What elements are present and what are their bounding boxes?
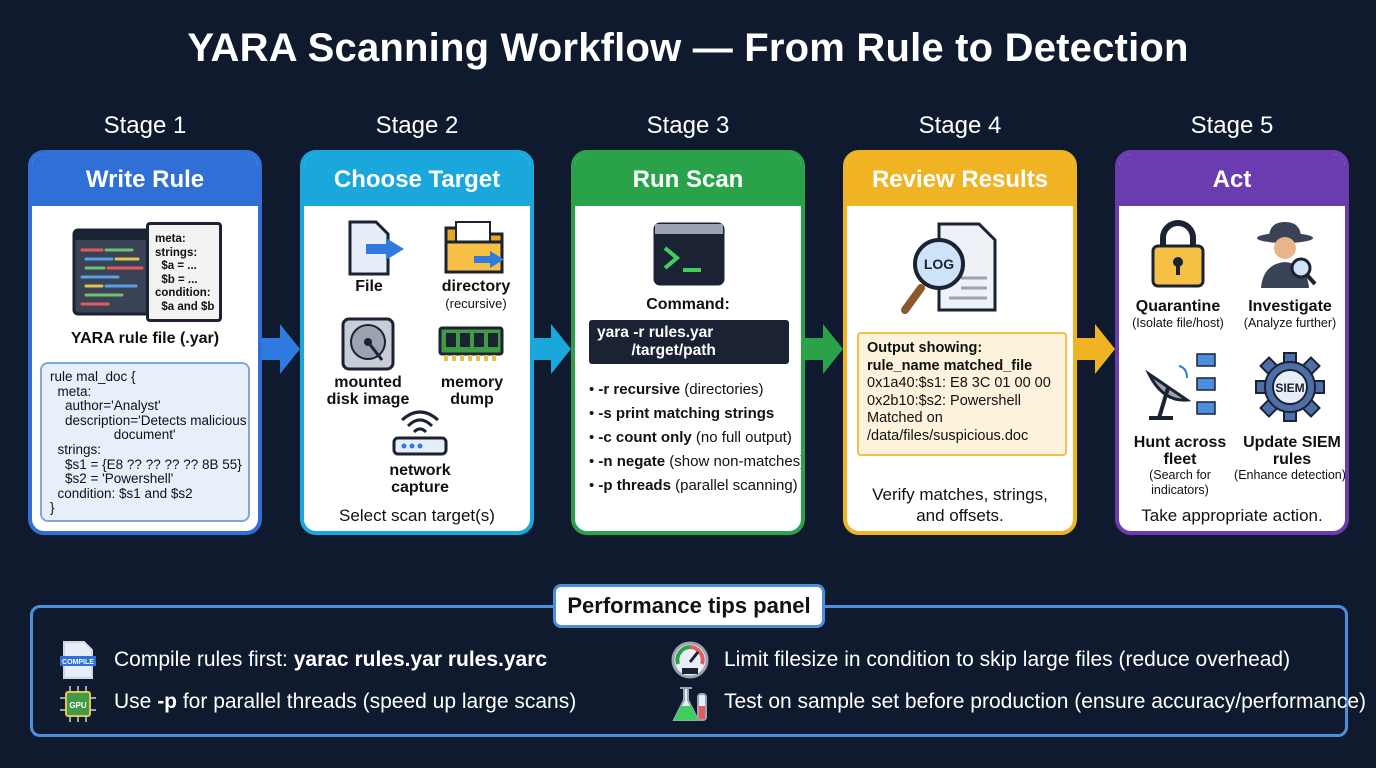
action-investigate-label: Investigate [1248, 298, 1332, 315]
target-memory-label: memory dump [440, 374, 504, 408]
gauge-icon [671, 641, 709, 679]
stage-4-label: Stage 4 [918, 112, 1002, 139]
flag-item: • -c count only (no full output) [589, 429, 792, 446]
arrow-2-icon [533, 324, 571, 374]
compile-file-icon: COMPILE [60, 641, 96, 679]
rule-file-caption: YARA rule file (.yar) [70, 330, 220, 347]
action-siem-label: Update SIEM rules [1243, 434, 1341, 468]
flag-item: • -p threads (parallel scanning) [589, 477, 798, 494]
action-quarantine-sub: (Isolate file/host) [1132, 316, 1224, 330]
output-rule: rule_name matched_file [867, 357, 1033, 374]
tip-parallel-prefix: Use [114, 690, 158, 713]
stage-5-header: Act [1119, 154, 1345, 206]
gpu-icon-text: GPU [69, 701, 87, 710]
stage-1-label: Stage 1 [103, 112, 187, 139]
stage-2-footer: Select scan target(s) [339, 506, 495, 525]
arrow-1-icon [262, 324, 300, 374]
stage-3-label: Stage 3 [646, 112, 730, 139]
tip-parallel-suffix: for parallel threads (speed up large sca… [177, 690, 577, 713]
flag-name: -s print matching strings [598, 405, 775, 422]
log-magnifier-icon: LOG [901, 222, 997, 314]
flag-item: • -r recursive (directories) [589, 381, 764, 398]
flag-item: • -s print matching strings [589, 405, 775, 422]
action-hunt-label: Hunt across fleet [1133, 434, 1227, 468]
lock-icon [1151, 220, 1205, 288]
file-icon [348, 220, 404, 276]
stage-5-footer: Take appropriate action. [1141, 506, 1323, 525]
rule-file-card: meta: strings: $a = ... $b = ... conditi… [146, 222, 222, 322]
flask-icon [672, 687, 707, 721]
action-quarantine-label: Quarantine [1135, 298, 1221, 315]
folder-icon [444, 221, 504, 274]
flag-desc: (directories) [680, 381, 764, 398]
command-label: Command: [646, 296, 730, 313]
output-lines: 0x1a40:$s1: E8 3C 01 00 00 0x2b10:$s2: P… [867, 375, 1051, 444]
siem-badge: SIEM [1275, 381, 1304, 395]
detective-icon [1257, 222, 1317, 288]
tip-test-sample: Test on sample set before production (en… [724, 690, 1366, 713]
stage-5-card: Act Quarantine (Isolate file/host) Inves… [1115, 150, 1349, 535]
flags-list: • -r recursive (directories) • -s print … [589, 378, 805, 498]
tip-filesize: Limit filesize in condition to skip larg… [724, 648, 1291, 671]
gpu-chip-icon: GPU [60, 686, 96, 722]
stage-1-header: Write Rule [32, 154, 258, 206]
router-icon [392, 410, 448, 456]
target-disk-label: mounted disk image [326, 374, 410, 408]
output-title: Output showing: [867, 340, 983, 356]
arrow-4-icon [1077, 324, 1115, 374]
flag-name: -r recursive [598, 381, 681, 398]
action-hunt-sub: (Search for indicators) [1149, 468, 1211, 497]
flag-desc: (show non-matches) [665, 453, 805, 470]
tip-compile-bold: yarac rules.yar rules.yarc [293, 648, 548, 671]
stage-4-footer: Verify matches, strings, and offsets. [872, 485, 1048, 525]
hard-disk-icon [341, 317, 395, 371]
stage-3-card: Run Scan Command: yara -r rules.yar /tar… [571, 150, 805, 535]
tip-compile-text: Compile rules first: [114, 648, 294, 671]
target-directory-sub: (recursive) [445, 296, 507, 311]
flag-name: -n negate [598, 453, 666, 470]
log-badge: LOG [924, 256, 954, 272]
tip-compile: Compile rules first: yarac rules.yar rul… [114, 648, 547, 672]
page-title: YARA Scanning Workflow — From Rule to De… [187, 26, 1189, 70]
stage-4-header: Review Results [847, 154, 1073, 206]
flag-item: • -n negate (show non-matches) [589, 453, 805, 470]
stage-2-card: Choose Target File directory (recursive)… [300, 150, 534, 535]
output-box: Output showing: rule_name matched_file 0… [857, 332, 1067, 456]
action-siem-sub: (Enhance detection) [1234, 468, 1346, 482]
target-directory-label: directory [441, 278, 511, 295]
stage-2-header: Choose Target [304, 154, 530, 206]
action-investigate-sub: (Analyze further) [1243, 316, 1337, 330]
flag-name: -p threads [598, 477, 671, 494]
terminal-icon [653, 222, 725, 286]
rule-file-card-text: meta: strings: $a = ... $b = ... conditi… [155, 233, 215, 313]
target-file-label: File [355, 278, 383, 295]
stage-2-label: Stage 2 [375, 112, 459, 139]
stage-4-card: Review Results LOG Output showing: rule_… [843, 150, 1077, 535]
compile-icon-text: COMPILE [62, 659, 94, 666]
flag-desc: (parallel scanning) [670, 477, 798, 494]
tip-parallel-bold: -p [157, 690, 178, 713]
tip-parallel: Use -p for parallel threads (speed up la… [114, 690, 576, 714]
command-box: yara -r rules.yar /target/path [589, 320, 789, 364]
target-network-label: network capture [389, 462, 451, 496]
flag-name: -c count only [598, 429, 692, 446]
memory-chip-icon [438, 326, 504, 361]
stage-5-label: Stage 5 [1190, 112, 1274, 139]
rule-code-block: rule mal_doc { meta: author='Analyst' de… [40, 362, 250, 522]
stage-3-header: Run Scan [575, 154, 801, 206]
arrow-3-icon [805, 324, 843, 374]
satellite-dish-icon [1145, 353, 1216, 420]
tips-panel-title: Performance tips panel [553, 584, 825, 628]
siem-gear-icon: SIEM [1255, 352, 1325, 422]
stage-1-card: Write Rule meta: strings: $a = ... $b = … [28, 150, 262, 535]
flag-desc: (no full output) [691, 429, 792, 446]
